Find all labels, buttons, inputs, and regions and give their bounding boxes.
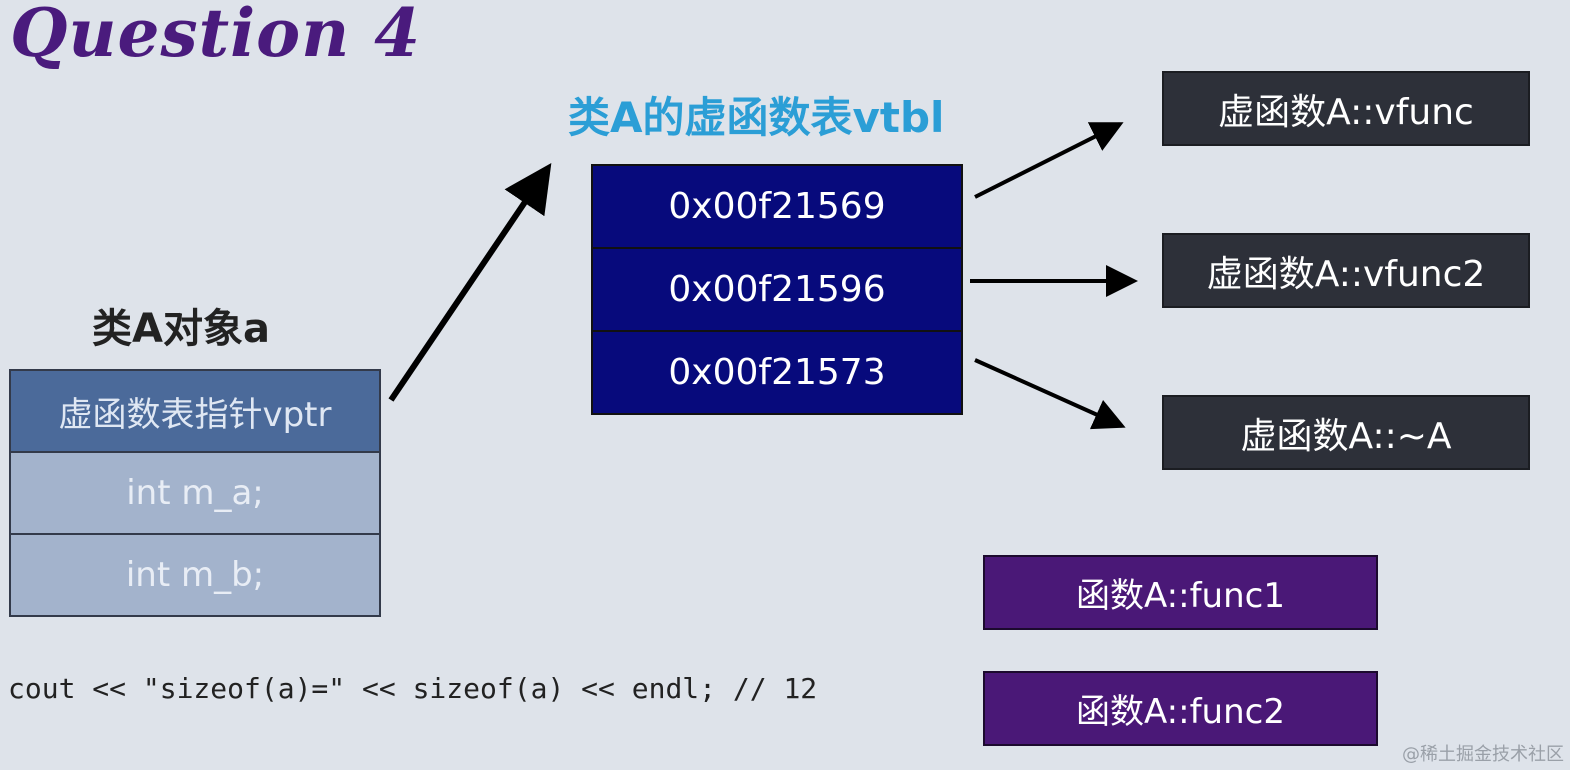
object-title: 类A对象a bbox=[92, 306, 270, 352]
code-line: cout << "sizeof(a)=" << sizeof(a) << end… bbox=[8, 672, 818, 705]
function-box-func2: 函数A::func2 bbox=[983, 671, 1378, 746]
arrow-entry1-to-vfunc bbox=[974, 122, 1124, 199]
watermark: @稀土掘金技术社区 bbox=[1402, 744, 1564, 765]
vtbl-entry: 0x00f21569 bbox=[591, 164, 963, 249]
virtual-function-box-vfunc: 虚函数A::vfunc bbox=[1162, 71, 1530, 146]
slide-title: Question 4 bbox=[10, 0, 422, 72]
object-layout: 虚函数表指针vptr int m_a; int m_b; bbox=[9, 369, 381, 617]
vtbl-entry: 0x00f21573 bbox=[591, 330, 963, 415]
member-m-b-cell: int m_b; bbox=[9, 533, 381, 617]
vtbl-title: 类A的虚函数表vtbl bbox=[568, 93, 945, 142]
vtbl-entry: 0x00f21596 bbox=[591, 247, 963, 332]
function-box-func1: 函数A::func1 bbox=[983, 555, 1378, 630]
arrow-entry3-to-destructor bbox=[974, 358, 1126, 430]
virtual-function-box-vfunc2: 虚函数A::vfunc2 bbox=[1162, 233, 1530, 308]
vtbl-table: 0x00f21569 0x00f21596 0x00f21573 bbox=[591, 164, 963, 415]
arrow-vptr-to-vtbl bbox=[388, 163, 552, 402]
virtual-function-box-destructor: 虚函数A::~A bbox=[1162, 395, 1530, 470]
